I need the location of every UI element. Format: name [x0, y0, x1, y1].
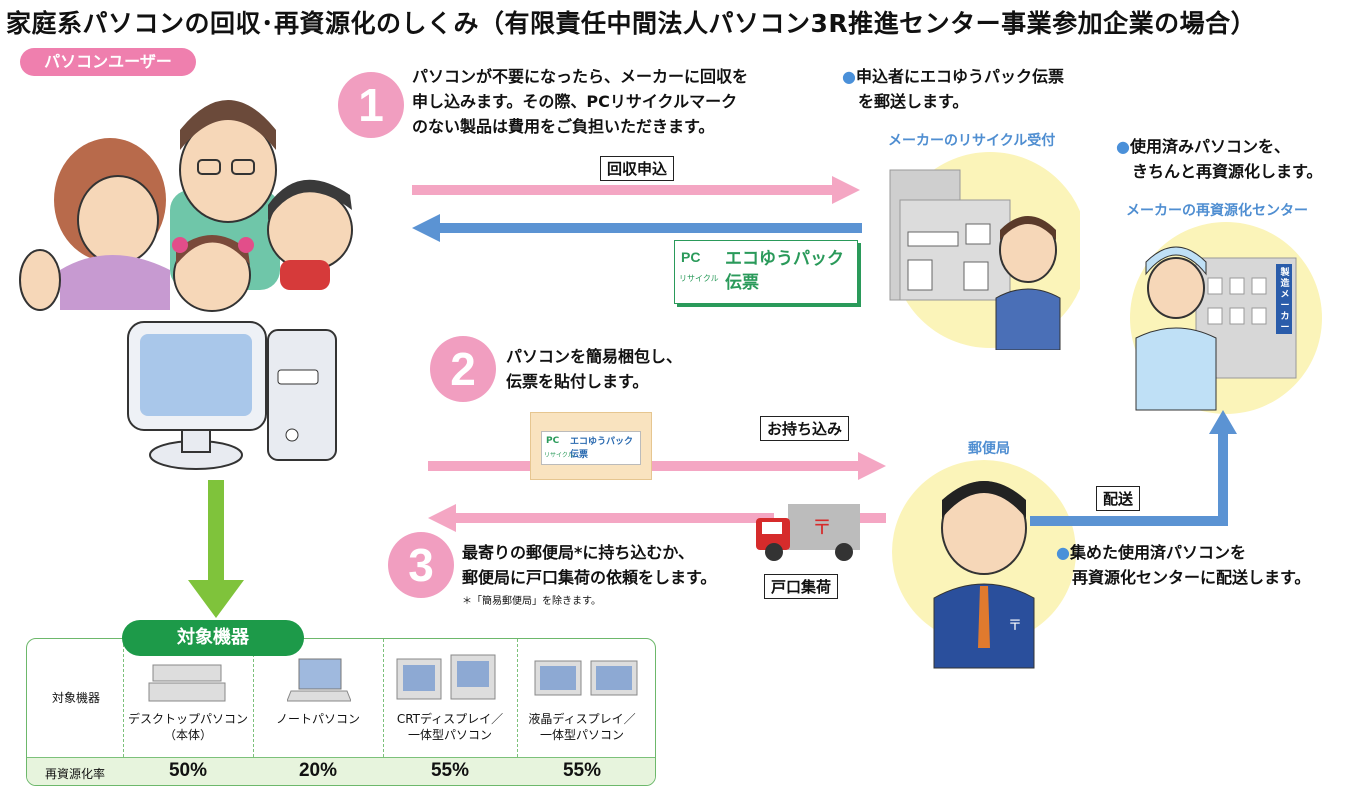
pickup-arrow: [428, 504, 886, 532]
step-1-line: 申し込みます。その際、PCリサイクルマーク: [412, 92, 738, 111]
device-name-line: ノートパソコン: [275, 712, 360, 726]
device-name: デスクトップパソコン （本体）: [123, 711, 253, 743]
message-line: 申込者にエコゆうパック伝票: [855, 67, 1064, 86]
post-office-message: ●集めた使用済パソコンを 再資源化センターに配送します。: [1056, 540, 1310, 590]
rate-value: 20%: [298, 760, 338, 781]
message-line: 使用済みパソコンを、: [1129, 137, 1290, 156]
svg-text:〒: 〒: [1008, 618, 1022, 634]
deliver-label: 配送: [1096, 486, 1141, 511]
device-name-line: （本体）: [163, 728, 212, 742]
crt-display-icon: [396, 654, 496, 700]
slip-line: エコゆうパック: [570, 437, 634, 447]
device-name: CRTディスプレイ／ 一体型パソコン: [383, 711, 517, 743]
step-3-text: 最寄りの郵便局*に持ち込むか、 郵便局に戸口集荷の依頼をします。 ＊「簡易郵便局…: [462, 540, 716, 607]
user-badge: パソコンユーザー: [20, 48, 196, 76]
device-name-line: 液晶ディスプレイ／: [528, 712, 636, 726]
device-name-line: 一体型パソコン: [539, 728, 624, 742]
step-3-number: 3: [388, 532, 454, 598]
bullet-icon: ●: [1056, 543, 1070, 562]
device-name-line: 一体型パソコン: [407, 728, 492, 742]
pickup-label: 戸口集荷: [764, 574, 839, 599]
recycling-center-label: メーカーの再資源化センター: [1126, 203, 1308, 219]
package-illustration: PC リサイクル エコゆうパック 伝票: [530, 412, 652, 480]
rate-value: 55%: [562, 760, 602, 781]
apply-label: 回収申込: [600, 156, 675, 181]
pc-recycle-mark-sub: リサイクル: [679, 274, 719, 283]
target-devices-table: 対象機器 デスクトップパソコン （本体） ノートパソコン CRTディスプレイ／ …: [26, 638, 656, 786]
maker-reception-illustration: [889, 152, 1080, 350]
step-1-text: パソコンが不要になったら、メーカーに回収を 申し込みます。その際、PCリサイクル…: [412, 64, 748, 139]
column-divider: [517, 639, 518, 785]
step-1-line: パソコンが不要になったら、メーカーに回収を: [412, 67, 749, 86]
bullet-icon: ●: [842, 67, 856, 86]
laptop-icon: [287, 658, 351, 702]
bring-arrow: [428, 452, 886, 480]
step-2-number: 2: [430, 336, 496, 402]
table-heading: 対象機器: [122, 620, 304, 656]
recycling-rate-row: 再資源化率: [27, 757, 655, 785]
step-3-note: ＊「簡易郵便局」を除きます。: [462, 596, 601, 607]
pc-recycle-mark: PC: [681, 249, 701, 265]
slip-title: エコゆうパック 伝票: [725, 247, 844, 295]
column-divider: [383, 639, 384, 785]
truck-icon: 〒: [756, 504, 860, 561]
post-office-label: 郵便局: [968, 441, 1010, 457]
page-title: 家庭系パソコンの回収･再資源化のしくみ（有限責任中間法人パソコン3R推進センター…: [6, 9, 1257, 38]
recycling-center-message: ●使用済みパソコンを、 きちんと再資源化します。: [1116, 134, 1322, 184]
device-name-line: デスクトップパソコン: [127, 712, 248, 726]
apply-arrow: [412, 176, 860, 204]
bullet-icon: ●: [1116, 137, 1130, 156]
deliver-arrow: [1030, 410, 1237, 526]
maker-reception-message: ●申込者にエコゆうパック伝票 を郵送します。: [842, 64, 1064, 114]
recycling-center-illustration: [1130, 222, 1322, 414]
slip-line: 伝票: [725, 273, 759, 293]
step-2-line: 伝票を貼付します。: [506, 372, 649, 391]
step-2-text: パソコンを簡易梱包し、 伝票を貼付します。: [506, 344, 682, 394]
package-slip: PC リサイクル エコゆうパック 伝票: [541, 431, 641, 465]
message-line: を郵送します。: [858, 92, 969, 111]
column-divider: [253, 639, 254, 785]
rate-label: 再資源化率: [44, 767, 105, 781]
desktop-pc-icon: [148, 664, 226, 702]
maker-reception-label: メーカーのリサイクル受付: [888, 133, 1056, 149]
post-office-illustration: 〒: [892, 460, 1076, 669]
slip-line: エコゆうパック: [725, 249, 844, 269]
rate-value: 55%: [430, 760, 470, 781]
slip-return-arrow: [412, 214, 862, 242]
rate-value: 50%: [168, 760, 208, 781]
message-line: きちんと再資源化します。: [1132, 162, 1323, 181]
pc-recycle-mark: PC: [546, 436, 560, 446]
green-down-arrow: [188, 480, 244, 618]
message-line: 再資源化センターに配送します。: [1072, 568, 1311, 587]
step-2-line: パソコンを簡易梱包し、: [506, 347, 683, 366]
row-label: 対象機器: [51, 691, 100, 705]
pc-recycle-mark-sub: リサイクル: [544, 452, 574, 459]
eco-pack-slip: PC リサイクル エコゆうパック 伝票: [674, 240, 858, 304]
step-1-number: 1: [338, 72, 404, 138]
svg-text:〒: 〒: [812, 515, 832, 539]
slip-line: 伝票: [570, 450, 589, 460]
step-3-line: 最寄りの郵便局*に持ち込むか、: [462, 543, 695, 562]
device-name: ノートパソコン: [253, 711, 383, 727]
bring-label: お持ち込み: [760, 416, 850, 441]
building-sign: 製造メーカー: [1280, 268, 1290, 333]
device-name: 液晶ディスプレイ／ 一体型パソコン: [517, 711, 647, 743]
message-line: 集めた使用済パソコンを: [1069, 543, 1246, 562]
family-illustration: [19, 100, 353, 470]
step-3-line: 郵便局に戸口集荷の依頼をします。: [462, 568, 717, 587]
device-name-line: CRTディスプレイ／: [396, 712, 504, 726]
lcd-display-icon: [534, 660, 638, 696]
package-slip-title: エコゆうパック 伝票: [570, 436, 633, 462]
column-divider: [123, 639, 124, 785]
step-1-line: のない製品は費用をご負担いただきます。: [412, 117, 715, 136]
